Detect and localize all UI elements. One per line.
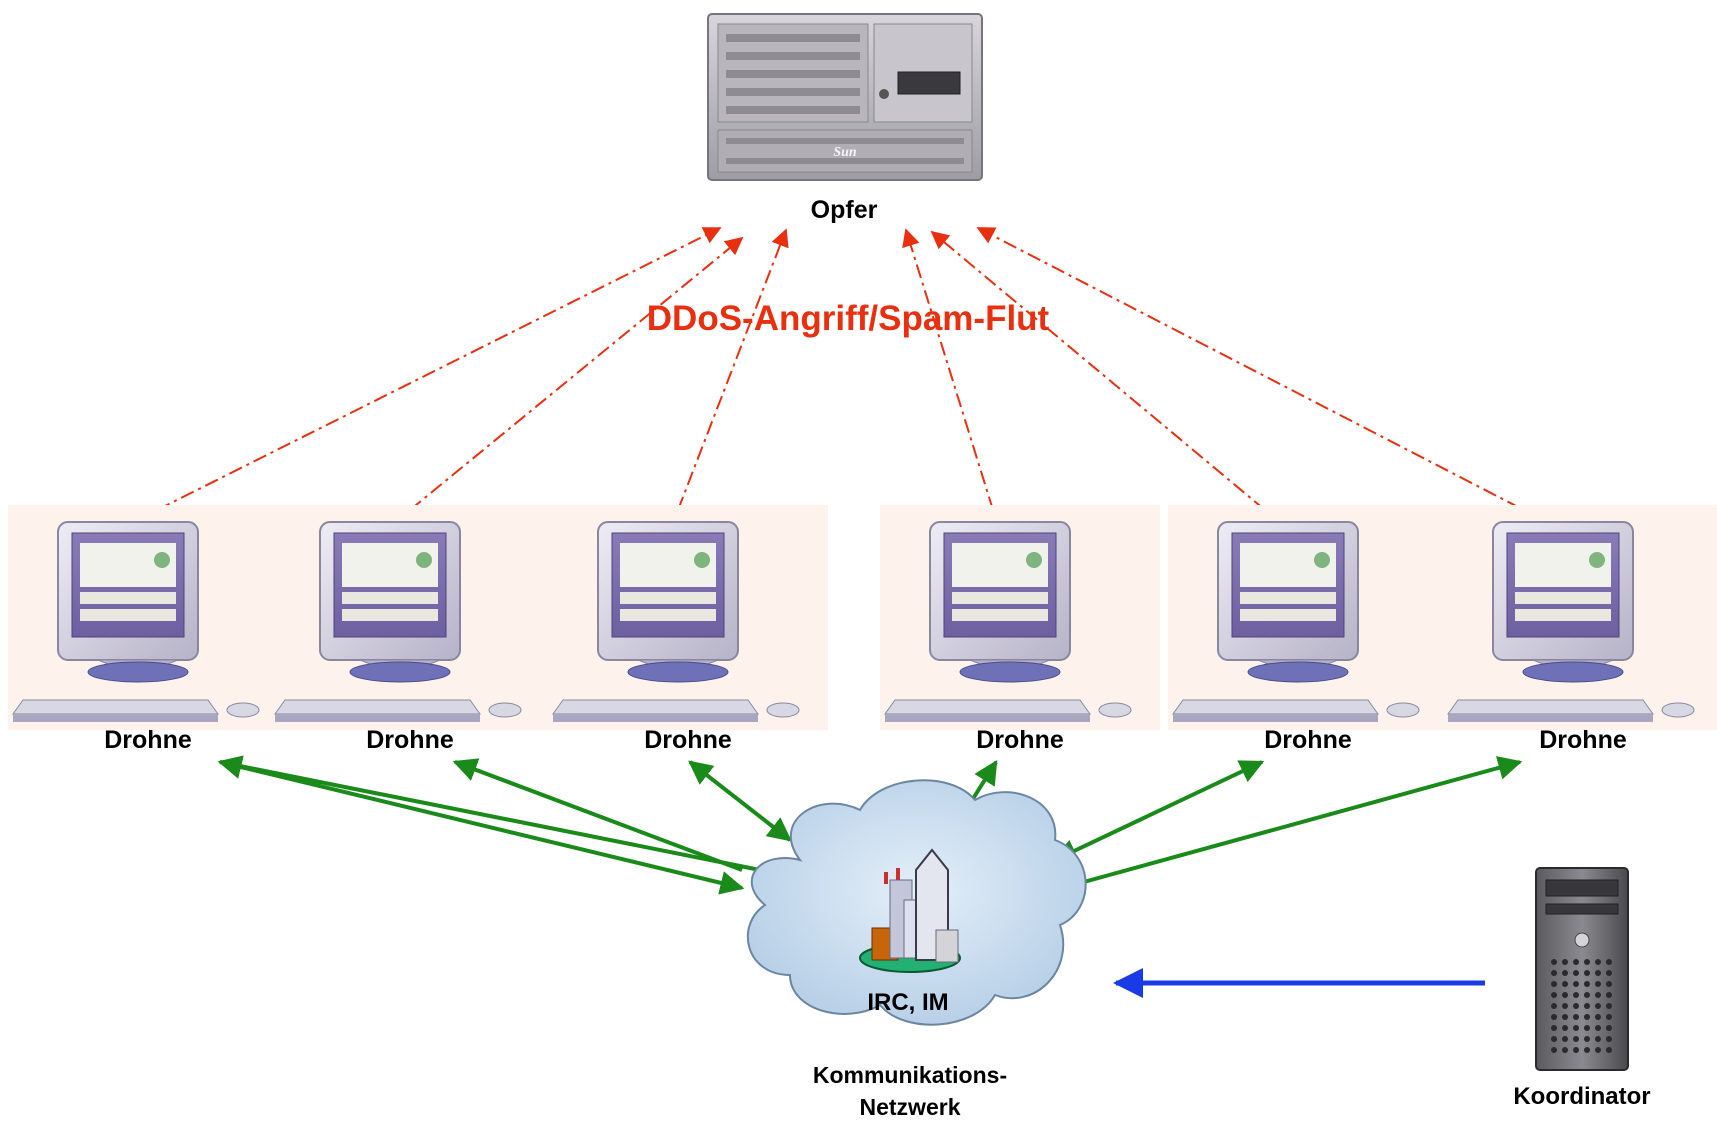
control-arrow-5 (1052, 760, 1265, 862)
drone-computer: Drohne (8, 505, 288, 754)
network-caption-line2: Netzwerk (860, 1094, 961, 1120)
network-caption-line1: Kommunikations- (813, 1062, 1007, 1088)
attack-arrow-1 (156, 227, 722, 511)
attack-arrow-6 (976, 227, 1521, 509)
drone-label: Drohne (644, 726, 732, 754)
drone-computer: Drohne (1443, 505, 1717, 754)
drone-label: Drohne (366, 726, 454, 754)
drone-computer: Drohne (270, 505, 550, 754)
irc-server-icon (859, 848, 961, 973)
coordinator-label: Koordinator (1513, 1083, 1650, 1110)
victim-label: Opfer (811, 196, 878, 224)
attack-arrow-5 (930, 230, 1266, 511)
control-arrows (217, 755, 1523, 895)
attack-arrow-4 (902, 228, 994, 511)
control-arrow-3 (688, 760, 792, 842)
attack-arrow-2 (409, 236, 744, 511)
network-inner-label: IRC, IM (867, 989, 948, 1016)
drone-computer: Drohne (548, 505, 828, 754)
control-arrow-6 (1059, 756, 1523, 894)
control-arrow-1b (219, 760, 761, 872)
victim-brand-logo: Sun (833, 145, 857, 160)
drone-computer: Drohne (1168, 505, 1448, 754)
drone-computer: Drohne (880, 505, 1160, 754)
coordinator-tower (1535, 867, 1629, 1071)
control-arrow-1a (217, 755, 745, 895)
network-cloud: IRC, IM (746, 779, 1087, 1026)
tower-vent (1551, 959, 1612, 1053)
drone-label: Drohne (1539, 726, 1627, 754)
victim-server: Sun (707, 13, 983, 181)
drone-label: Drohne (1264, 726, 1352, 754)
attack-arrows (156, 227, 1521, 511)
control-arrow-2 (452, 758, 743, 872)
drone-label: Drohne (104, 726, 192, 754)
attack-arrow-3 (677, 228, 789, 511)
drone-label: Drohne (976, 726, 1064, 754)
drones: Drohne Drohne Drohne Drohne Drohne Drohne (8, 505, 1717, 754)
attack-label: DDoS-Angriff/Spam-Flut (647, 299, 1050, 338)
